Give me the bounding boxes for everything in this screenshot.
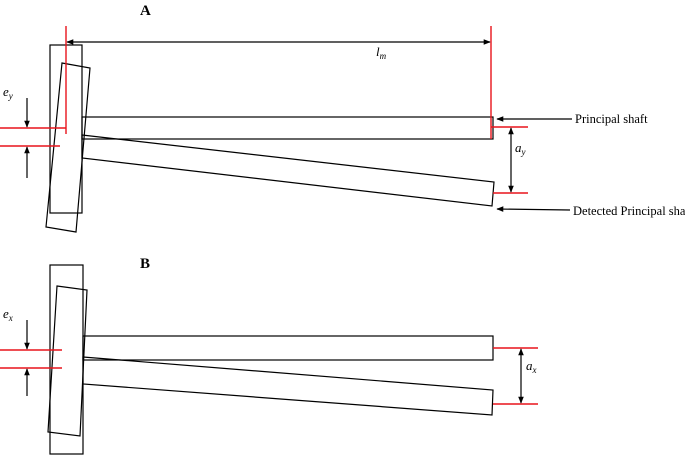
panel-a: A lm ey ay Principal shaft Detected Prin…	[0, 3, 685, 233]
panel-a-ecc-symbol: ey	[3, 84, 13, 101]
principal-shaft-label: Principal shaft	[575, 112, 648, 126]
panel-b-detected-shaft	[82, 356, 494, 416]
panel-b-dev-symbol: ax	[526, 358, 537, 375]
panel-b-principal-shaft	[82, 335, 494, 361]
panel-b-ecc-symbol: ex	[3, 306, 13, 323]
panel-a-tilted-disk	[45, 62, 91, 233]
detected-shaft-label: Detected Principal shaft	[573, 204, 685, 218]
panel-b-disk	[49, 264, 84, 455]
panel-a-detected-shaft	[81, 134, 495, 207]
panel-b: B ex ax	[0, 256, 538, 455]
panel-b-label: B	[140, 256, 150, 272]
detected-shaft-pointer	[496, 206, 571, 212]
panel-a-dev-symbol: ay	[515, 140, 526, 157]
panel-b-tilted-disk	[47, 285, 88, 437]
panel-a-label: A	[140, 3, 151, 19]
panel-a-principal-shaft	[81, 116, 494, 140]
panel-a-length-symbol: lm	[376, 44, 387, 61]
